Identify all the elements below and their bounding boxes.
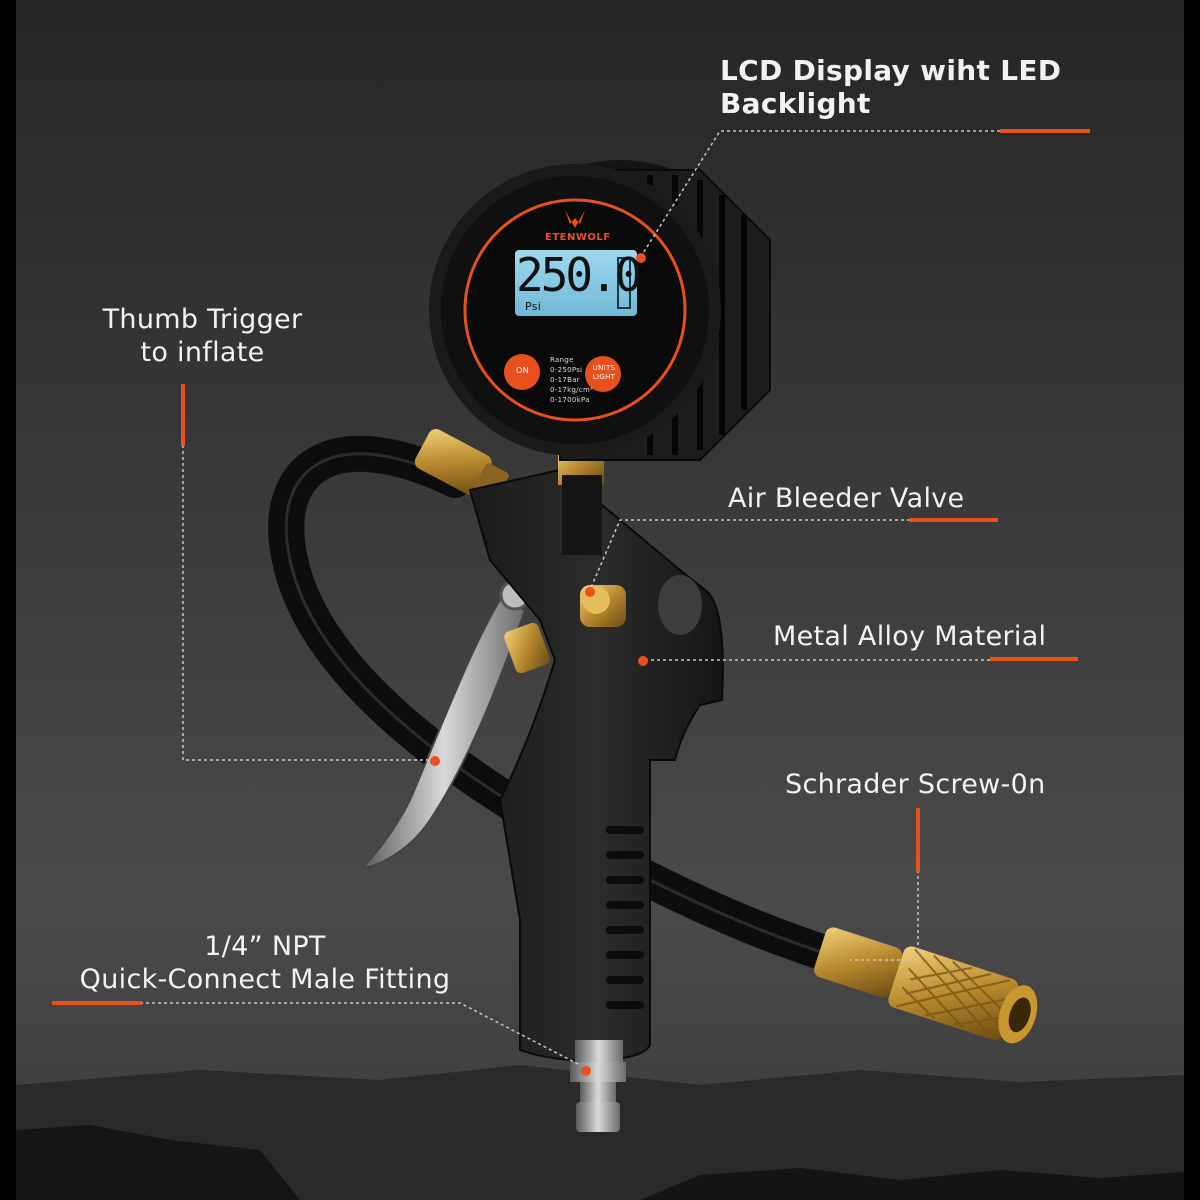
brand-logo-icon bbox=[565, 210, 585, 228]
foreground-rock-left bbox=[16, 1125, 300, 1200]
gun-body bbox=[468, 468, 724, 1062]
callout-schrader: Schrader Screw-0n bbox=[785, 769, 1046, 800]
on-button-label: ON bbox=[516, 366, 529, 375]
lcd-screen bbox=[515, 250, 637, 316]
lcd-unit: Psi bbox=[525, 300, 542, 313]
schrader-chuck bbox=[814, 927, 1038, 1044]
on-button bbox=[504, 354, 540, 390]
units-light-button bbox=[585, 356, 621, 392]
npt-fitting bbox=[570, 1040, 626, 1132]
foreground-rock-right bbox=[640, 1168, 1184, 1200]
grip-ridges bbox=[606, 826, 644, 1009]
digital-gauge bbox=[429, 160, 771, 461]
thumb-trigger bbox=[359, 598, 527, 870]
callout-metal-alloy: Metal Alloy Material bbox=[773, 621, 1047, 652]
distant-hills bbox=[16, 1065, 1184, 1200]
callout-air-bleeder: Air Bleeder Valve bbox=[728, 483, 965, 514]
brand-name: ETENWOLF bbox=[545, 232, 611, 243]
